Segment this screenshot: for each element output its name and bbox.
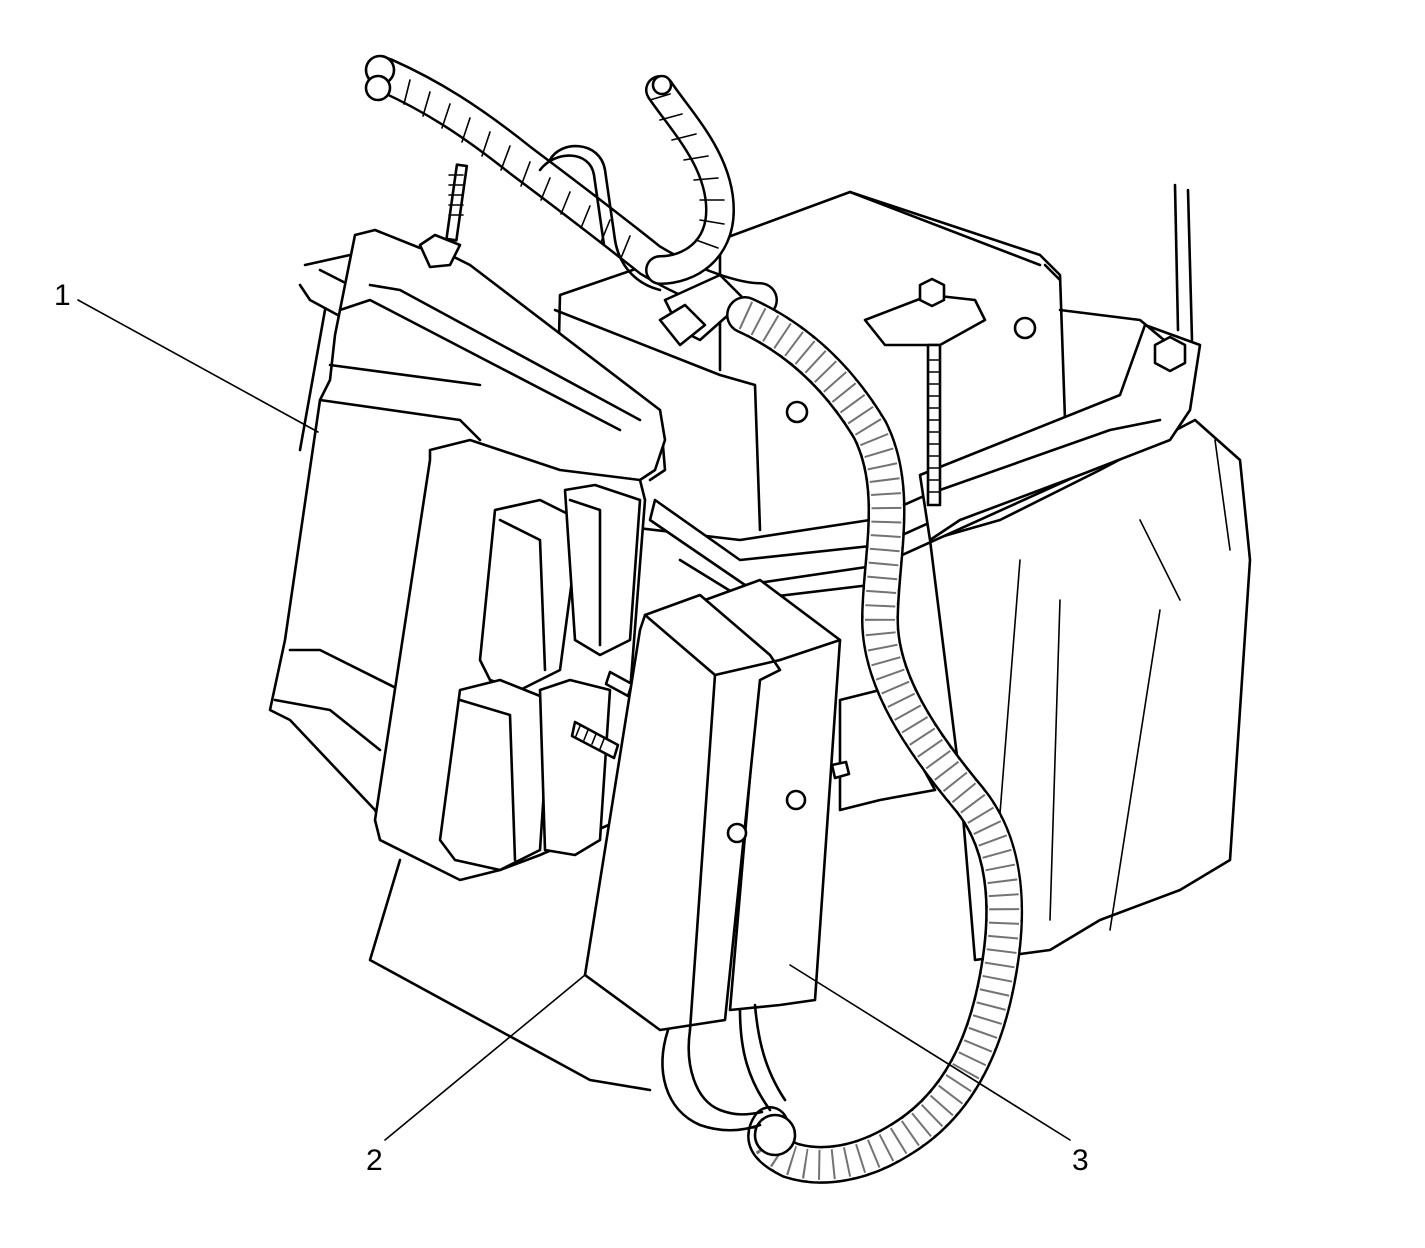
mounting-bracket bbox=[830, 277, 1202, 812]
main-wiring-harness bbox=[726, 296, 1024, 1184]
leader-line-2 bbox=[384, 974, 586, 1141]
leader-lines bbox=[77, 299, 1071, 1141]
fender-panel bbox=[928, 183, 1252, 962]
callout-2: 2 bbox=[366, 1144, 383, 1177]
leader-line-3 bbox=[789, 964, 1071, 1141]
callout-3: 3 bbox=[1072, 1144, 1089, 1177]
upper-wiring-harness bbox=[364, 54, 778, 347]
harness-connectors bbox=[583, 578, 842, 1132]
leader-line-1 bbox=[77, 299, 319, 433]
callout-1: 1 bbox=[54, 279, 71, 312]
module-bracket-assembly bbox=[268, 163, 667, 1092]
